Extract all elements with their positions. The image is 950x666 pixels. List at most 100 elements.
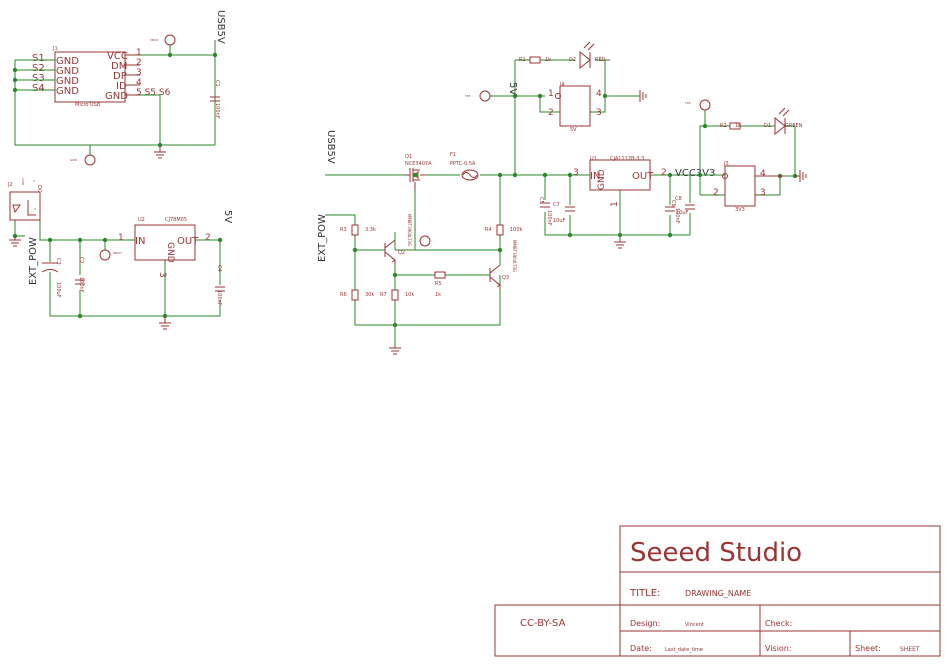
j3-pin-4: 4 — [760, 169, 766, 179]
u2-pin-gnd: 3 — [157, 272, 167, 278]
switch-ext-pow-net: EXT_POW — [317, 214, 328, 262]
tp5-testpoint-icon — [479, 90, 491, 102]
j4-ref: J4 — [559, 82, 565, 88]
u2-pin-out: 2 — [205, 233, 211, 243]
r2-value: 1k — [735, 123, 741, 129]
f1-pptc-fuse-icon — [461, 169, 479, 181]
j3-connector-body — [724, 165, 756, 207]
license-label: CC-BY-SA — [520, 618, 566, 629]
usb5v-net-label: USB5V — [215, 10, 226, 44]
r6-ref: R6 — [340, 292, 347, 298]
r1-value: 1k — [545, 57, 551, 63]
r7-ref: R7 — [380, 292, 387, 298]
q1-part: NCE3407A — [405, 161, 432, 167]
usb-pin-gnd-2: GND — [56, 66, 79, 77]
c5-ref: C5 — [538, 197, 544, 204]
f1-part: PPTC-0.5A — [450, 161, 476, 167]
check-label: Check: — [765, 619, 792, 628]
c4-ref: C4 — [216, 265, 222, 272]
usb-ref: J1 — [52, 46, 58, 52]
u2-ref: U2 — [138, 217, 145, 223]
led5-ground-icon — [639, 90, 647, 102]
r1-ref: R1 — [519, 57, 526, 63]
j3-pin-3: 3 — [760, 188, 766, 198]
c1-ref: C1 — [214, 80, 220, 87]
j4-connector-body — [559, 85, 591, 127]
usb-connector-body — [54, 51, 126, 103]
r7-resistor-icon — [391, 289, 399, 301]
d1-color: GREEN — [785, 123, 803, 129]
u1-in-label: IN — [590, 171, 600, 182]
reg33-ground-icon — [614, 240, 626, 249]
reg5-5v-net: 5V — [222, 210, 233, 223]
u1-pin-out: 2 — [661, 168, 667, 178]
u1-part: CJA1117B-3.3 — [610, 156, 644, 162]
c2-capacitor-icon — [75, 279, 85, 285]
vision-label: Vision: — [765, 644, 792, 653]
d2-ref: D2 — [569, 57, 576, 63]
r4-ref: R4 — [485, 227, 492, 233]
u1-ref: U1 — [590, 156, 597, 162]
usb-pinnum-2: 2 — [136, 58, 142, 68]
c8-capacitor-icon — [665, 206, 675, 212]
j4-label: 5V — [570, 127, 577, 133]
d2-color: RED — [595, 57, 606, 63]
r5-value: 1k — [435, 292, 441, 298]
c1-capacitor-icon — [210, 96, 220, 102]
usb-shield-s2: S2 — [32, 63, 45, 74]
usb-pin-id: ID — [116, 81, 127, 92]
q3-ref: Q3 — [502, 275, 509, 281]
usb-pinnum-4: 4 — [136, 78, 142, 88]
u2-part: CJ78M05 — [165, 217, 187, 223]
gnd-testpoint-icon — [84, 154, 96, 166]
j4-pin-3: 3 — [596, 108, 602, 118]
usb-pinnum-5: 5 S5 S6 — [136, 88, 171, 98]
c7-ref: C7 — [553, 202, 560, 208]
q2-transistor-icon — [384, 232, 396, 265]
tp6-testpoint-icon — [699, 99, 711, 111]
r2-ref: R2 — [720, 123, 727, 129]
u1-pin-gnd: 1 — [610, 201, 620, 207]
j3-ref: J3 — [723, 161, 729, 167]
led33-section: TP6 R2 1k D1 GREEN J3 3V3 2 3 4 — [684, 99, 807, 213]
c7-value: 10uF — [553, 218, 566, 224]
reg5-ground-icon — [159, 316, 171, 330]
usb-section: J1 Micro USB GND GND GND GND S1 S2 S3 S4… — [12, 10, 226, 166]
vbus-testpoint-icon — [164, 34, 176, 46]
design-label: Design: — [630, 619, 660, 628]
r3-ref: R3 — [340, 227, 347, 233]
u2-out-label: OUT — [177, 236, 199, 247]
usb-pin-dm: DM — [111, 61, 127, 72]
c6-value: 100nF — [674, 208, 680, 224]
j4-pin-1: 1 — [548, 89, 554, 99]
c3-value: 100uF — [55, 282, 61, 298]
q2-part: MMBT3904LT3G — [407, 214, 412, 246]
r5-resistor-icon — [434, 271, 446, 279]
switch-usb5v-net: USB5V — [325, 130, 336, 164]
sheet-value: SHEET — [900, 646, 920, 653]
usb-shield-s3: S3 — [32, 73, 45, 84]
usb-pin-gnd-4: GND — [56, 86, 79, 97]
r4-value: 100k — [510, 227, 523, 233]
c8-ref: C8 — [675, 196, 682, 202]
tp5-label: TP5 — [464, 94, 471, 98]
u1-regulator-body — [589, 159, 651, 191]
led5-section: TP5 R1 1k D2 RED J4 5V 1 2 3 4 — [464, 41, 647, 133]
switch-5v-net: 5V — [507, 82, 518, 95]
q2-ref: Q2 — [398, 250, 405, 256]
u2-pin-in: 1 — [118, 233, 124, 243]
sheet-label: Sheet: — [855, 644, 881, 653]
usb-pin-gnd-1: GND — [56, 56, 79, 67]
led33-ground-icon — [795, 170, 807, 182]
usb-pin-vcc: VCC — [107, 51, 128, 62]
c5-value: 100nF — [546, 210, 552, 226]
usb-shield-s1: S1 — [32, 53, 45, 64]
j3-label: 3V3 — [735, 207, 745, 213]
usb-pin-gnd-3: GND — [56, 76, 79, 87]
switch-ground-icon — [389, 345, 401, 355]
tp6-label: TP6 — [684, 101, 691, 105]
c4-capacitor-icon — [215, 286, 225, 292]
date-label: Date: — [630, 644, 652, 653]
r5-ref: R5 — [435, 281, 442, 287]
